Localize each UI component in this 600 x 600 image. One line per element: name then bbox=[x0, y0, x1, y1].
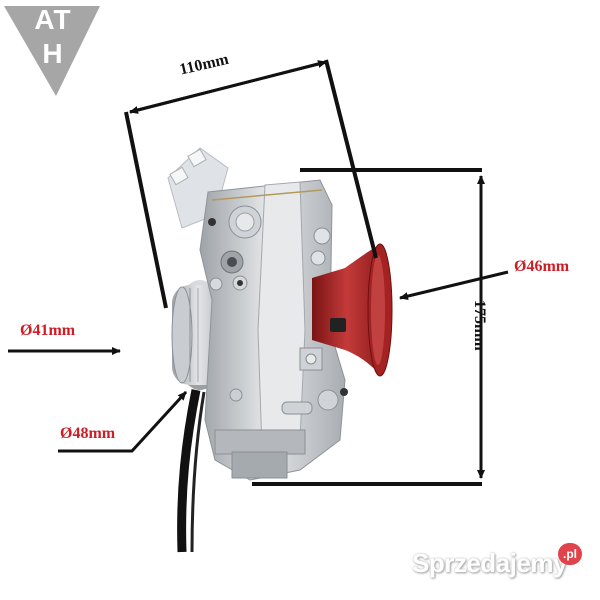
dimension-lines bbox=[8, 59, 509, 486]
velocity-stack-diameter-label: Ø46mm bbox=[514, 258, 570, 275]
ath-logo: AT H bbox=[0, 0, 110, 100]
fuel-hose bbox=[177, 389, 206, 553]
outlet-diameter-label: Ø48mm bbox=[60, 425, 116, 442]
logo-line-2: H bbox=[42, 38, 64, 69]
watermark-text: Sprzedajemy bbox=[412, 548, 567, 578]
velocity-stack bbox=[312, 243, 393, 377]
height-dimension-label: 175mm bbox=[471, 300, 488, 351]
fittings bbox=[281, 347, 348, 415]
watermark-badge: .pl bbox=[558, 543, 582, 565]
logo-text: AT H bbox=[28, 6, 78, 68]
inlet-diameter-label: Ø41mm bbox=[20, 322, 76, 339]
triangle-logo-icon bbox=[4, 6, 100, 96]
logo-line-1: AT bbox=[34, 4, 72, 35]
